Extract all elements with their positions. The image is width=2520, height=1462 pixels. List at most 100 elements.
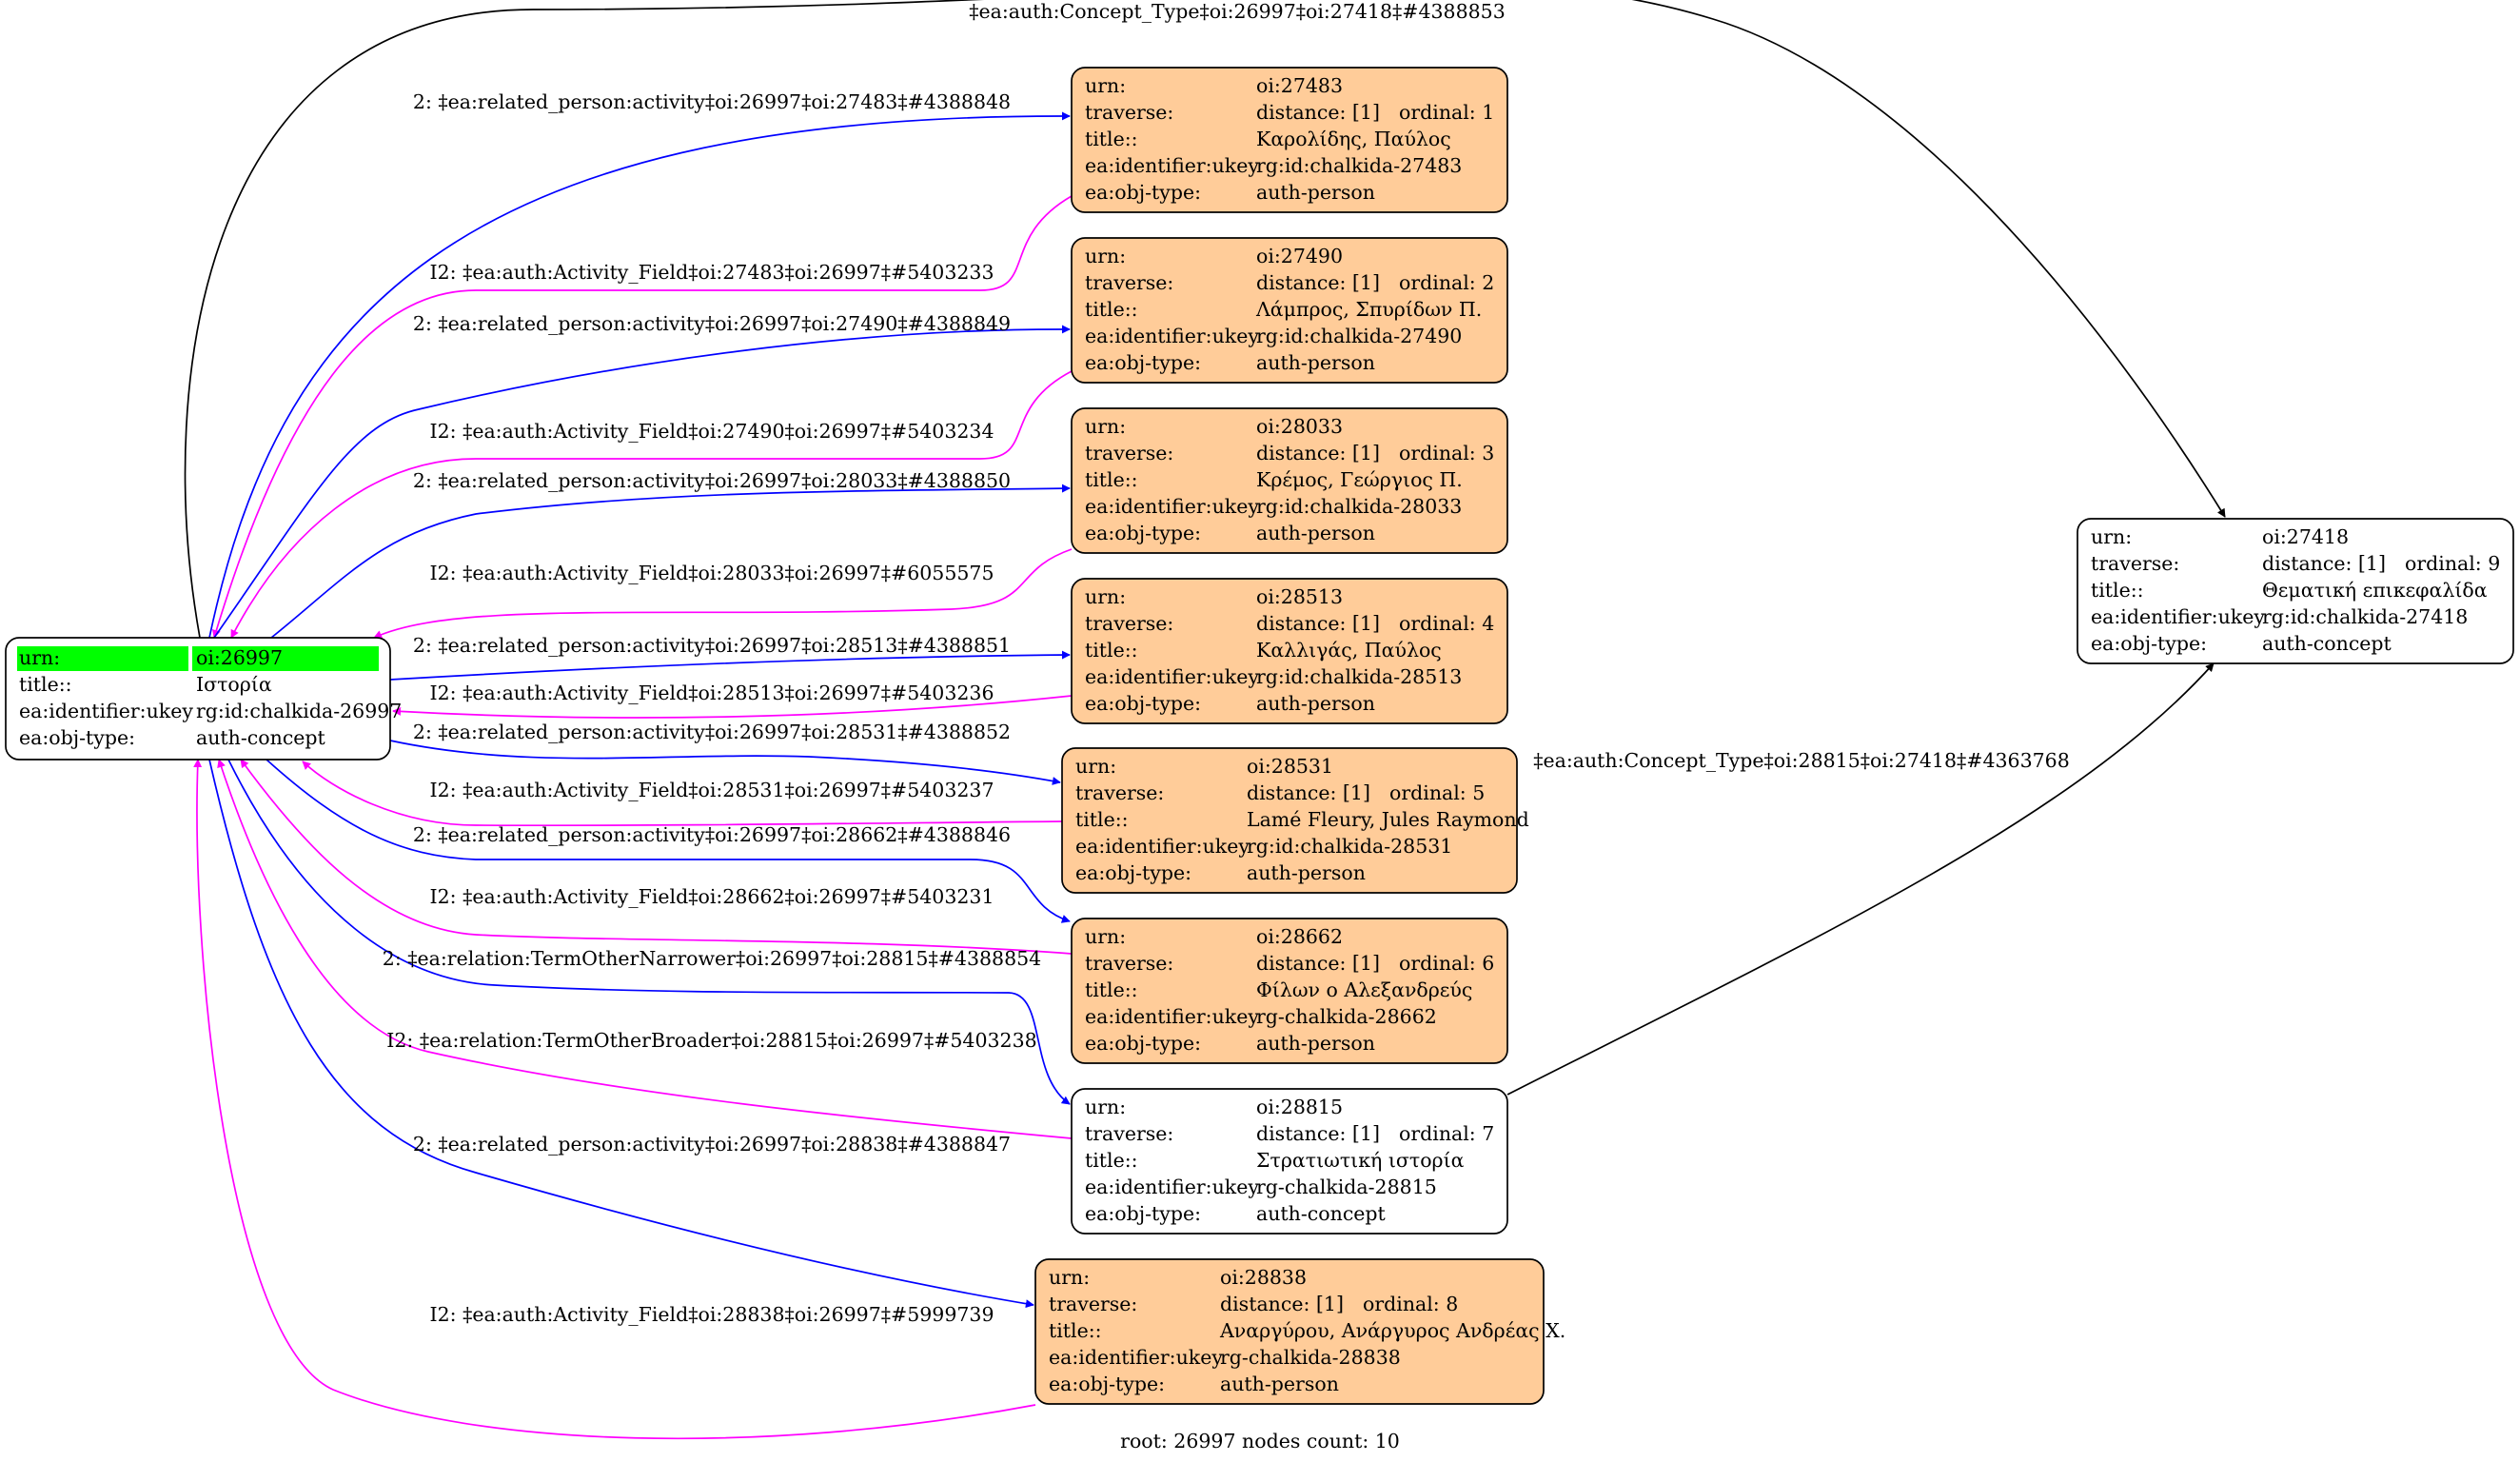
edge-forward-line	[208, 111, 1071, 639]
node-box	[1071, 918, 1508, 1064]
node-field-key: title::	[1075, 808, 1129, 831]
node-field-key: ea:identifier:ukey	[1085, 665, 1259, 688]
node-field-key: urn:	[2091, 525, 2132, 548]
node-field-key: traverse:	[1049, 1293, 1137, 1315]
node-field-value: rg:id:chalkida-27483	[1256, 154, 1462, 177]
node-field-value: rg:id:chalkida-28531	[1247, 835, 1452, 858]
node-field-key: ea:identifier:ukey	[1049, 1346, 1223, 1369]
node-field-key: ea:obj-type:	[2091, 632, 2207, 655]
node-box	[1034, 1258, 1545, 1405]
node-field-value: oi:27490	[1256, 245, 1343, 267]
node-box	[1071, 578, 1508, 724]
edge-label: 2: ‡ea:related_person:activity‡oi:26997‡…	[413, 1133, 1011, 1156]
node-field-key: title::	[1085, 639, 1138, 662]
edge-label: I2: ‡ea:auth:Activity_Field‡oi:27483‡oi:…	[430, 261, 994, 284]
node-box	[1061, 747, 1518, 894]
node-field-ordinal: ordinal: 1	[1399, 101, 1494, 124]
node-field-key: traverse:	[2091, 552, 2179, 575]
edge-label: I2: ‡ea:auth:Activity_Field‡oi:28513‡oi:…	[430, 682, 994, 704]
node-field-key: ea:identifier:ukey	[2091, 605, 2265, 628]
node-field-key: title::	[2091, 579, 2144, 602]
node-field-key: ea:obj-type:	[1085, 522, 1201, 544]
node-field-key: traverse:	[1085, 101, 1173, 124]
edge-label: 2: ‡ea:related_person:activity‡oi:26997‡…	[413, 823, 1011, 846]
node-field-value: auth-concept	[2262, 632, 2392, 655]
nodes-layer: urn:oi:26997title::Ιστορίαea:identifier:…	[5, 67, 2514, 1405]
node-field-value: oi:28531	[1247, 755, 1333, 778]
node-field-key: traverse:	[1085, 612, 1173, 635]
node-field-key: ea:identifier:ukey	[19, 700, 193, 722]
node-field-value: Φίλων ο Αλεξανδρεύς	[1256, 978, 1472, 1001]
node-field-value: distance: [1]	[1247, 781, 1370, 804]
node-field-value: auth-concept	[196, 726, 326, 749]
node-field-key: urn:	[1049, 1266, 1090, 1289]
graph-footer: root: 26997 nodes count: 10	[1120, 1430, 1400, 1452]
node-field-value: Κρέμος, Γεώργιος Π.	[1256, 468, 1463, 491]
node-box	[1071, 67, 1508, 213]
node-field-key: ea:identifier:ukey	[1085, 1005, 1259, 1028]
node-field-key: title::	[1085, 468, 1138, 491]
node-field-value: auth-person	[1256, 522, 1375, 544]
node-field-value: Στρατιωτική ιστορία	[1256, 1149, 1465, 1172]
edge-forward-line	[227, 759, 1071, 1105]
node-field-value: Καλλιγάς, Παύλος	[1256, 639, 1442, 662]
node-field-key: urn:	[1085, 925, 1126, 948]
node-field-key: traverse:	[1085, 271, 1173, 294]
node-root[interactable]: urn:oi:26997title::Ιστορίαea:identifier:…	[5, 637, 402, 761]
node-field-value: Λάμπρος, Σπυρίδων Π.	[1255, 298, 1482, 321]
node-field-value: distance: [1]	[2262, 552, 2386, 575]
edge-forward-line	[208, 759, 1034, 1309]
edge-label: 2: ‡ea:relation:TermOtherNarrower‡oi:269…	[383, 947, 1041, 970]
node-box	[2077, 518, 2514, 664]
node-field-key: ea:obj-type:	[1085, 351, 1201, 374]
edge-label: I2: ‡ea:relation:TermOtherBroader‡oi:288…	[386, 1029, 1036, 1052]
node-box	[1071, 237, 1508, 384]
node-field-value: oi:28662	[1256, 925, 1343, 948]
node-field-key: urn:	[1075, 755, 1116, 778]
node-field-key: ea:obj-type:	[1085, 692, 1201, 715]
node-field-value: oi:27418	[2262, 525, 2349, 548]
node-field-value: distance: [1]	[1256, 612, 1380, 635]
root-value-highlight	[192, 646, 379, 671]
node-field-value: distance: [1]	[1256, 952, 1380, 975]
node-concept[interactable]: urn: oi:27418 traverse: distance: [1] ordina…	[2077, 518, 2514, 664]
node-field-key: urn:	[19, 646, 60, 669]
node-field-value: distance: [1]	[1256, 271, 1380, 294]
edge-forward-line	[266, 759, 1071, 923]
node-field-ordinal: ordinal: 9	[2405, 552, 2500, 575]
edge-label: I2: ‡ea:auth:Activity_Field‡oi:28662‡oi:…	[430, 885, 994, 908]
node-field-ordinal: ordinal: 5	[1389, 781, 1485, 804]
node-field-key: urn:	[1085, 245, 1126, 267]
node-field-key: traverse:	[1085, 952, 1173, 975]
edge-forward-line	[270, 484, 1071, 639]
edge-reverse-line	[217, 759, 1073, 1139]
edge-reverse-line	[240, 759, 1073, 955]
node-field-value: oi:27483	[1256, 74, 1343, 97]
node-field-ordinal: ordinal: 4	[1399, 612, 1494, 635]
node-field-value: Θεματική επικεφαλίδα	[2262, 579, 2488, 602]
node-field-key: ea:obj-type:	[1085, 1202, 1201, 1225]
node-field-ordinal: ordinal: 3	[1399, 442, 1494, 464]
node-field-key: urn:	[1085, 585, 1126, 608]
edge-label: 2: ‡ea:related_person:activity‡oi:26997‡…	[413, 90, 1011, 113]
edge-label: I2: ‡ea:auth:Activity_Field‡oi:28033‡oi:…	[430, 562, 994, 584]
node-field-value: oi:28838	[1220, 1266, 1307, 1289]
node-field-key: traverse:	[1075, 781, 1164, 804]
edge-label: I2: ‡ea:auth:Activity_Field‡oi:28838‡oi:…	[430, 1303, 994, 1326]
node-field-key: title::	[1085, 978, 1138, 1001]
edge-reverse-line	[212, 195, 1073, 639]
node-field-value: rg-chalkida-28662	[1256, 1005, 1437, 1028]
node-field-key: urn:	[1085, 1096, 1126, 1118]
node-person[interactable]: urn: oi:28531 traverse: distance: [1] ordina…	[1061, 747, 1529, 894]
edge-labels-layer: ‡ea:auth:Concept_Type‡oi:26997‡oi:27418‡…	[383, 0, 2070, 1326]
node-field-key: traverse:	[1085, 442, 1173, 464]
node-field-value: rg:id:chalkida-26997	[196, 700, 402, 722]
node-field-key: title::	[1085, 298, 1138, 321]
